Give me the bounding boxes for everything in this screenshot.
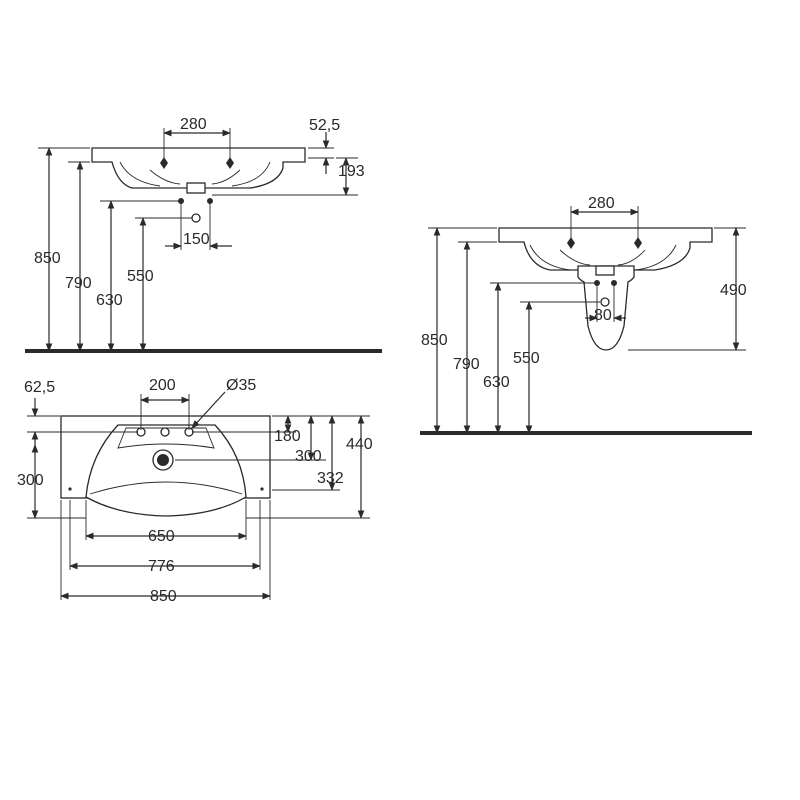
- dim-front-trap-height: 550: [127, 268, 154, 285]
- dim-front-total-height: 850: [34, 250, 61, 267]
- basin-inner-curve: [149, 169, 241, 185]
- dim-front-rim-thickness: 52,5: [309, 117, 340, 134]
- waste-pipe-right: [207, 198, 213, 204]
- dim-pedestal-trap-height: 550: [513, 350, 540, 367]
- dim-plan-bowl-width: 650: [148, 528, 175, 545]
- plan-view: 62,5 300 200 Ø35 180 300 332 440: [17, 377, 373, 605]
- plan-bowl-outline: [85, 424, 247, 517]
- basin-front-outline: [91, 147, 306, 189]
- dim-pedestal-waste-height: 630: [483, 374, 510, 391]
- waste-outlet: [186, 182, 206, 194]
- dim-pedestal-rim-height: 790: [453, 356, 480, 373]
- dim-plan-left-depth: 300: [17, 472, 44, 489]
- dim-plan-hole-spacing: 200: [149, 377, 176, 394]
- front-view: 280 52,5 193 850 790 630 550: [25, 116, 382, 353]
- trap-hole: [191, 213, 201, 223]
- dim-plan-inner-width: 776: [148, 558, 175, 575]
- dim-front-tap-spacing: 280: [180, 116, 207, 133]
- pedestal-view: 280 850 790 630 550 80 490: [420, 195, 752, 435]
- dim-plan-bowl-depth: 332: [317, 470, 344, 487]
- plan-hole-center-icon: [160, 427, 170, 437]
- dim-plan-total-depth: 440: [346, 436, 373, 453]
- dim-pedestal-total-height: 850: [421, 332, 448, 349]
- dim-pedestal-height: 490: [720, 282, 747, 299]
- dim-pedestal-waste-offset: 80: [594, 307, 612, 324]
- pedestal-basin-outline: [498, 227, 713, 271]
- dim-front-bowl-depth: 193: [338, 163, 365, 180]
- dim-front-waste-spacing: 150: [183, 231, 210, 248]
- dim-plan-total-width: 850: [150, 588, 177, 605]
- dim-front-waste-height: 630: [96, 292, 123, 309]
- dim-plan-waste-depth: 300: [295, 448, 322, 465]
- dim-plan-edge-to-holes: 62,5: [24, 379, 55, 396]
- dim-pedestal-tap-spacing: 280: [588, 195, 615, 212]
- dim-front-rim-height: 790: [65, 275, 92, 292]
- plan-waste-inner: [157, 454, 169, 466]
- basin-bowl-curve: [119, 161, 271, 187]
- dim-plan-hole-diameter: Ø35: [226, 377, 256, 394]
- dim-plan-hole-offset-depth: 180: [274, 428, 301, 445]
- pedestal-column: [577, 265, 635, 351]
